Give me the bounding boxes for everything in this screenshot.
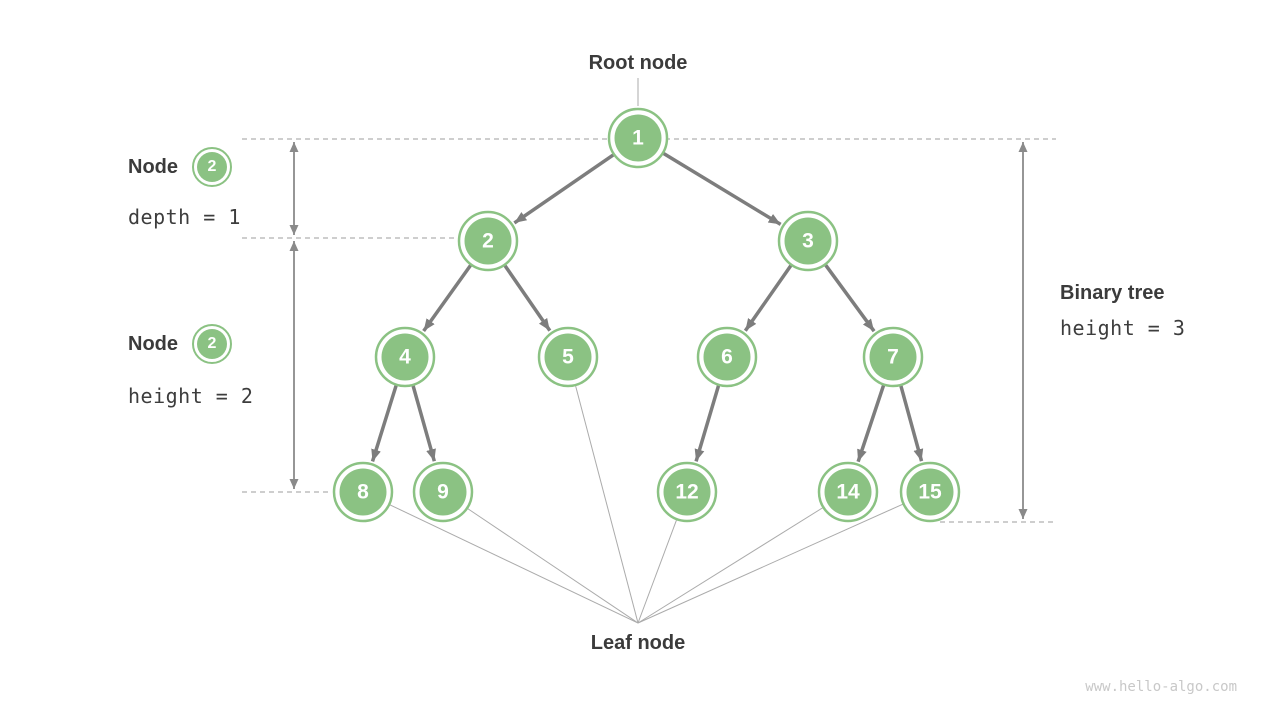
node-height-badge-value: 2 — [197, 329, 227, 359]
tree-node-12: 12 — [656, 461, 718, 523]
node-inner-disc — [464, 217, 512, 265]
node-value: 5 — [562, 346, 574, 369]
node-inner-disc — [544, 333, 592, 381]
node-value: 15 — [918, 481, 942, 504]
tree-edge — [899, 385, 924, 462]
node-inner-disc — [784, 217, 832, 265]
node-value: 3 — [802, 230, 814, 253]
node-inner-disc — [703, 333, 751, 381]
leaf-connector-line — [575, 385, 639, 624]
root-node-label: Root node — [588, 52, 688, 74]
node-depth-badge-circle: 2 — [192, 147, 232, 187]
leaf-connector-line — [637, 507, 823, 624]
node-height-caption: height = 2 — [128, 384, 254, 408]
tree-edge — [856, 384, 886, 463]
tree-edge — [411, 385, 437, 462]
node-value: 12 — [675, 481, 698, 504]
tree-node-9: 9 — [412, 461, 474, 523]
tree-edge — [694, 385, 721, 462]
node-value: 9 — [437, 481, 449, 504]
node-value: 6 — [721, 346, 733, 369]
tree-node-2: 2 — [457, 210, 519, 272]
tree-node-8: 8 — [332, 461, 394, 523]
node-inner-disc — [663, 468, 711, 516]
node-height-callout: Node 2 — [128, 324, 232, 364]
leaf-connector-line — [637, 503, 903, 624]
leaf-connector-line — [637, 519, 677, 624]
binary-tree-height-title: Binary tree — [1060, 282, 1165, 304]
node-value: 2 — [482, 230, 494, 253]
watermark: www.hello-algo.com — [1085, 679, 1237, 695]
node-height-badge-circle: 2 — [192, 324, 232, 364]
leaf-node-label: Leaf node — [590, 632, 686, 654]
node-inner-disc — [869, 333, 917, 381]
node-value: 7 — [887, 346, 899, 369]
node-inner-disc — [824, 468, 872, 516]
binary-tree-height-caption: height = 3 — [1060, 316, 1186, 340]
node-inner-disc — [419, 468, 467, 516]
tree-node-4: 4 — [374, 326, 436, 388]
tree-node-14: 14 — [817, 461, 879, 523]
tree-edge — [824, 264, 876, 333]
tree-edge — [662, 152, 782, 226]
tree-edge — [513, 153, 615, 225]
tree-node-15: 15 — [899, 461, 961, 523]
node-depth-badge-value: 2 — [197, 152, 227, 182]
node-inner-disc — [614, 114, 662, 162]
node-depth-title: Node — [128, 156, 178, 178]
node-inner-disc — [381, 333, 429, 381]
tree-node-5: 5 — [537, 326, 599, 388]
node-value: 4 — [399, 346, 411, 369]
node-height-title: Node — [128, 333, 178, 355]
depth-caption: depth = 1 — [128, 205, 241, 229]
tree-edge — [743, 264, 793, 332]
tree-node-1: 1 — [607, 107, 669, 169]
tree-node-6: 6 — [696, 326, 758, 388]
node-value: 1 — [632, 127, 644, 150]
tree-edge — [503, 264, 552, 332]
node-value: 8 — [357, 481, 369, 504]
node-inner-disc — [906, 468, 954, 516]
leaf-connector-line — [389, 504, 639, 624]
node-inner-disc — [339, 468, 387, 516]
tree-node-3: 3 — [777, 210, 839, 272]
tree-edge — [422, 264, 472, 332]
node-value: 14 — [836, 481, 860, 504]
leaf-connector-line — [467, 508, 639, 624]
node-depth-callout: Node 2 — [128, 147, 232, 187]
tree-node-7: 7 — [862, 326, 924, 388]
tree-edge — [370, 385, 398, 462]
